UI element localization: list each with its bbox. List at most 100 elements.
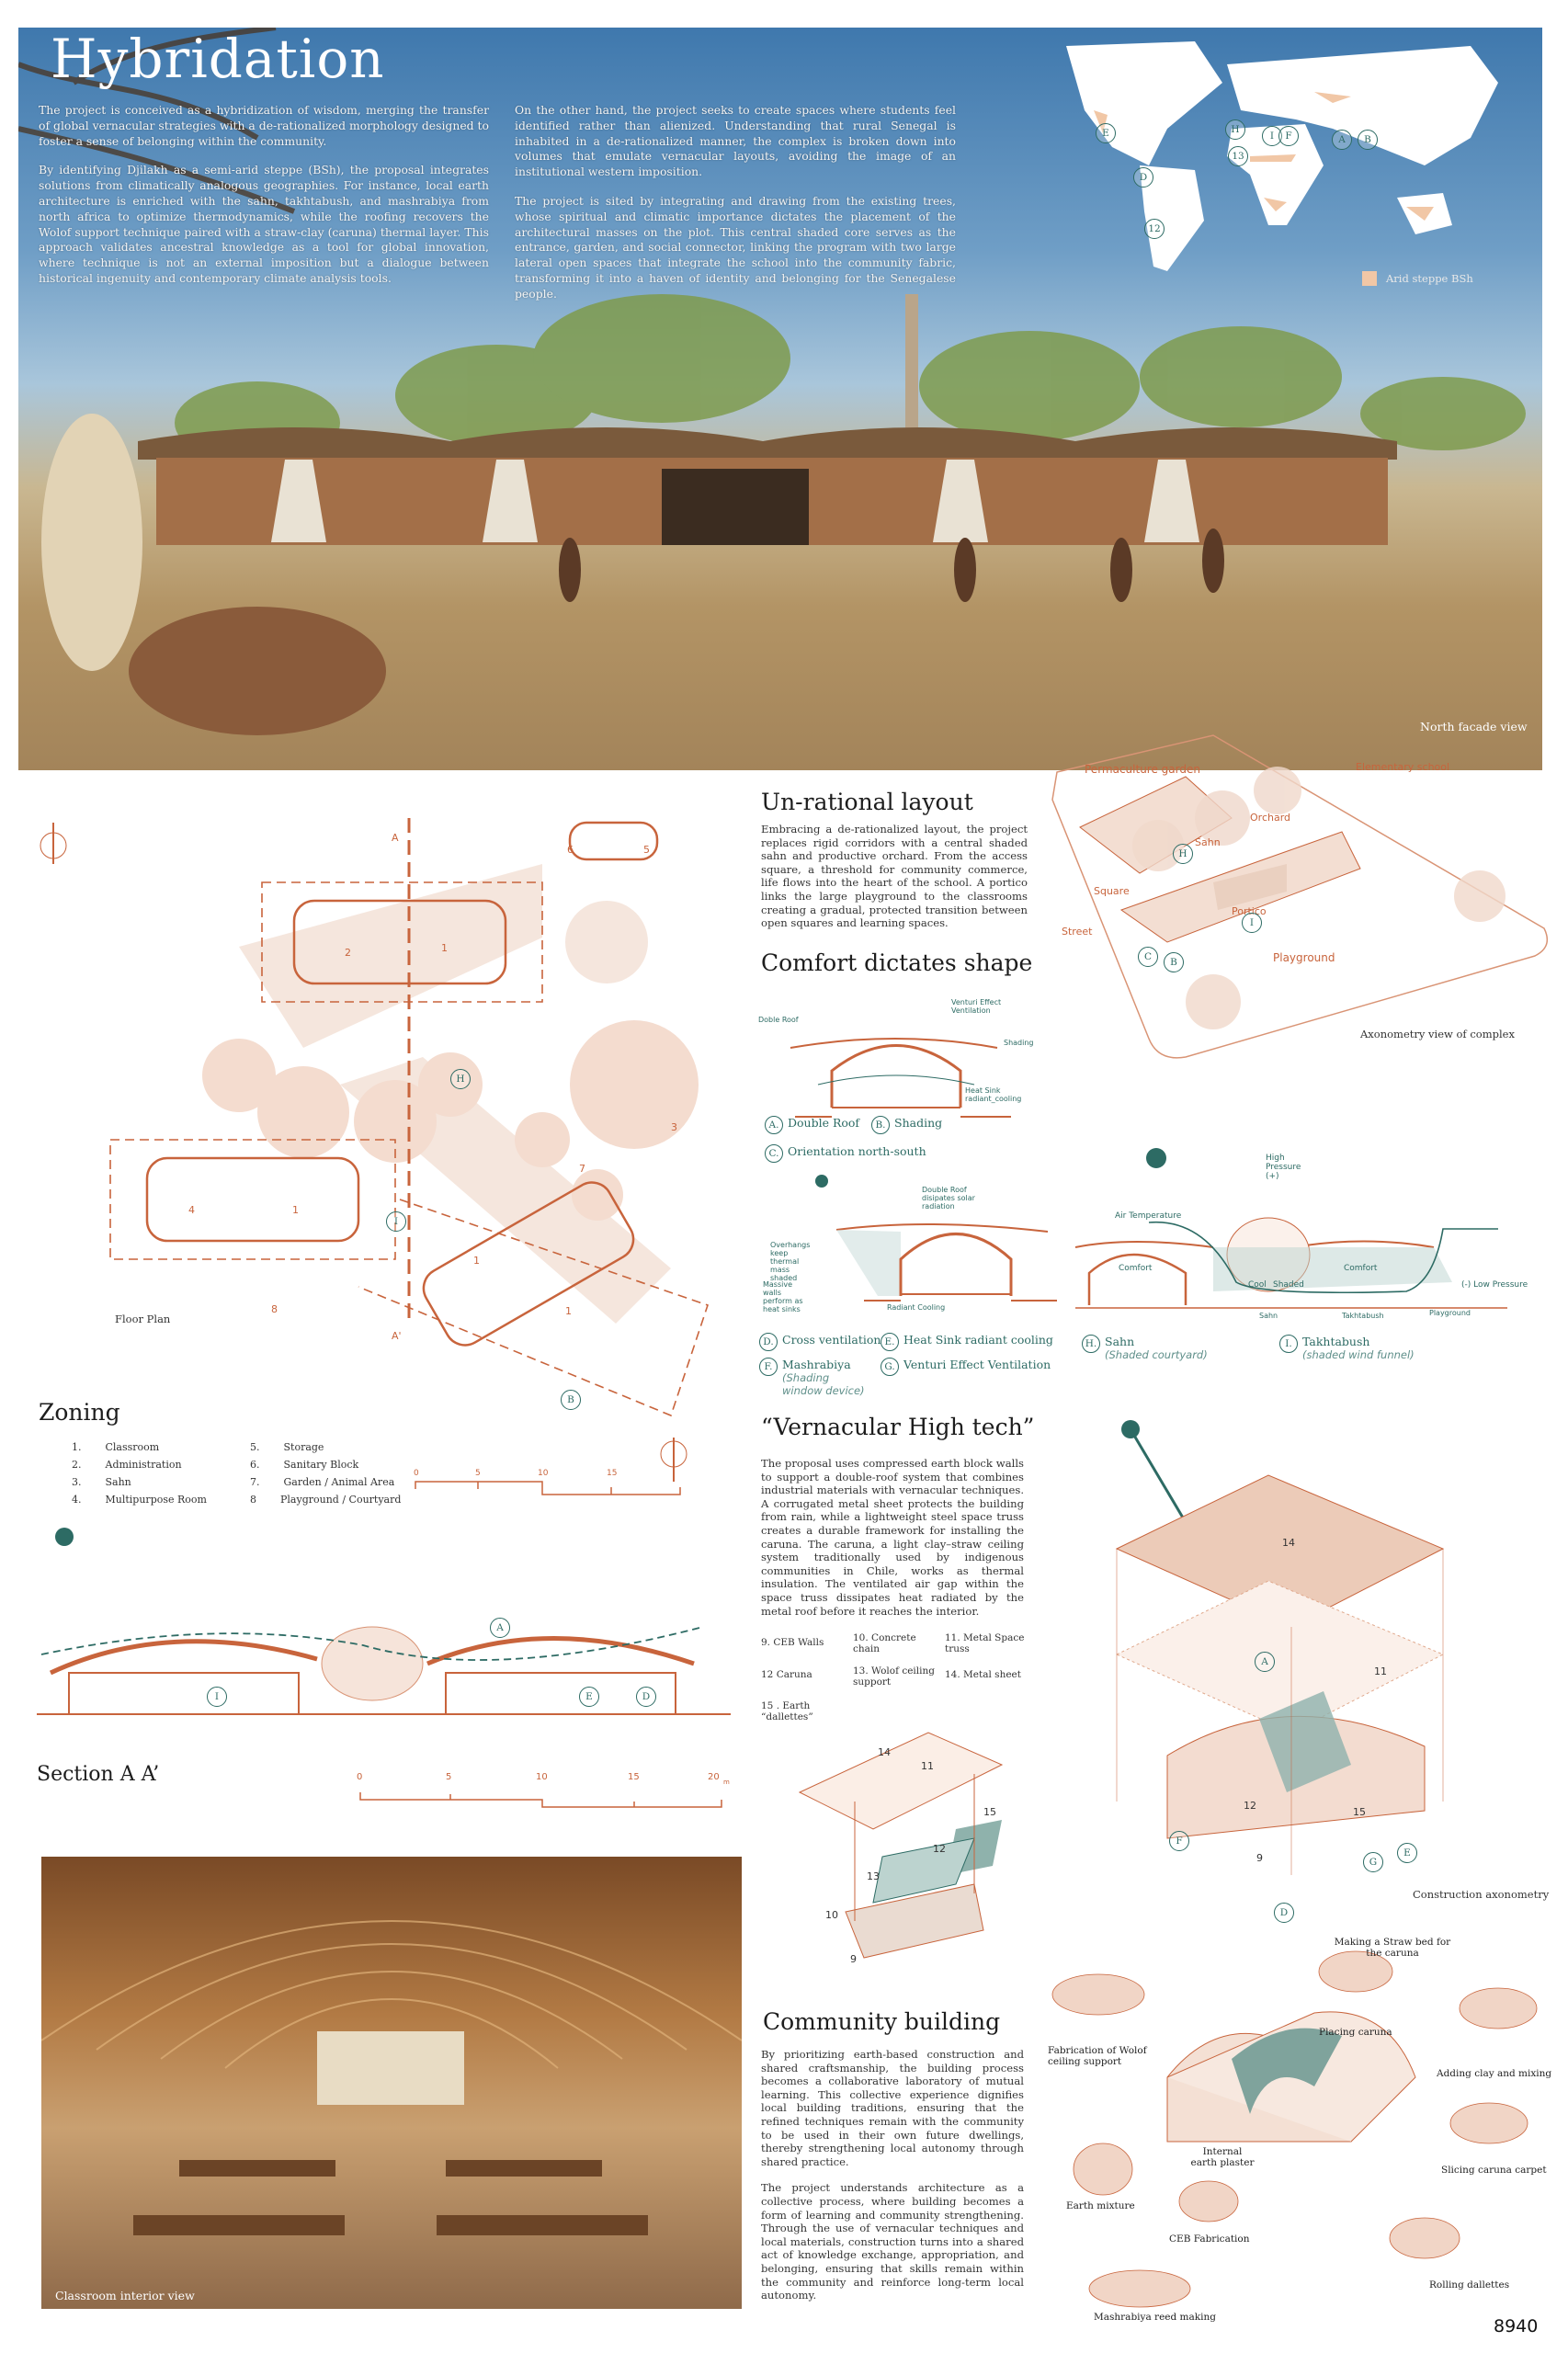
classroom-render — [41, 1857, 742, 2309]
building-roof — [138, 427, 1397, 460]
zoning-item: 6.Sanitary Block — [250, 1459, 359, 1471]
continents — [1066, 41, 1498, 271]
scale-tick: 20 — [708, 1772, 720, 1782]
axo-marker: D — [1274, 1903, 1294, 1923]
axo-marker: F — [1169, 1831, 1189, 1851]
scale-tick: 15 — [607, 1469, 618, 1478]
diagram-annotation: Heat Sink radiant_cooling — [965, 1086, 1022, 1103]
axo-number: 9 — [1256, 1852, 1263, 1864]
comfort-diagram-1 — [790, 1038, 1011, 1118]
detail-number: 12 — [933, 1843, 946, 1855]
scale-tick: 15 — [628, 1772, 640, 1782]
scale-tick: 5 — [475, 1469, 481, 1478]
sun-icon — [1146, 1148, 1166, 1168]
diagram-annotation: Comfort — [1119, 1264, 1153, 1273]
complex-axonometry — [1051, 734, 1549, 1059]
process-label: CEB Fabrication — [1169, 2234, 1250, 2245]
cut-label: A' — [392, 1330, 402, 1342]
axo-label: Orchard — [1250, 812, 1291, 824]
boundaries — [109, 881, 710, 1417]
diagram-annotation: Air Temperature — [1115, 1211, 1182, 1221]
process-label: Adding clay and mixing — [1437, 2068, 1552, 2079]
map-marker: H — [1225, 119, 1245, 140]
process-label: Fabrication of Wolof ceiling support — [1048, 2045, 1147, 2067]
plan-marker: H — [450, 1069, 471, 1089]
material-item: 11. Metal Space truss — [945, 1632, 1025, 1654]
map-marker: B — [1358, 130, 1378, 150]
classroom-scene — [41, 1920, 742, 2235]
axo-label: Playground — [1273, 951, 1335, 964]
room-number: 4 — [188, 1204, 195, 1216]
zoning-item: 4.Multipurpose Room — [72, 1494, 207, 1506]
intro-paragraph: By identifying Djilakh as a semi-arid st… — [39, 163, 489, 285]
diagram-annotation: (-) Low Pressure — [1461, 1280, 1528, 1290]
process-label: Slicing caruna carpet — [1441, 2165, 1547, 2176]
detail-number: 15 — [983, 1806, 996, 1818]
diagram-annotation: Comfort — [1344, 1264, 1378, 1273]
mashrabiya-panels — [271, 460, 1199, 542]
process-label: Earth mixture — [1066, 2200, 1135, 2211]
section-marker: I — [207, 1687, 227, 1707]
section-marker: D — [636, 1687, 656, 1707]
strategy-mashrabiya: F.Mashrabiya(Shading window device) — [759, 1358, 865, 1397]
map-marker: F — [1278, 126, 1299, 146]
material-item: 12 Caruna — [761, 1669, 812, 1680]
diagram-annotation: Radiant Cooling — [887, 1303, 946, 1312]
legend-swatch — [1362, 271, 1377, 286]
strategy-sahn: H.Sahn(Shaded courtyard) — [1082, 1335, 1208, 1361]
detail-number: 14 — [878, 1746, 891, 1758]
intro-paragraph: The project is sited by integrating and … — [515, 193, 956, 301]
axo-number: 11 — [1374, 1665, 1387, 1677]
room-number: 3 — [671, 1121, 677, 1133]
section-marker: A — [490, 1618, 510, 1638]
scale-tick: 5 — [446, 1772, 452, 1782]
water-tower — [905, 294, 918, 441]
axo-number: 12 — [1244, 1800, 1256, 1812]
section-scale-bar — [359, 1792, 722, 1808]
layout-text: Embracing a de-rationalized layout, the … — [761, 823, 1028, 930]
zoning-list-2: 5.Storage 6.Sanitary Block 7.Garden / An… — [250, 1441, 401, 1511]
construction-axonometry — [1115, 1420, 1445, 1875]
section-marker: E — [579, 1687, 599, 1707]
tree-branches — [18, 28, 296, 214]
diagram-annotation: Cool — [1248, 1280, 1267, 1290]
material-item: 10. Concrete chain — [853, 1632, 916, 1654]
zoning-item: 5.Storage — [250, 1441, 324, 1453]
portico-opening — [662, 469, 809, 545]
room-number: 8 — [271, 1303, 278, 1315]
intro-column-1: The project is conceived as a hybridizat… — [39, 103, 489, 301]
hero-scene — [18, 28, 1526, 735]
strategy-double-roof: A.Double Roof — [765, 1116, 859, 1134]
diagram-annotation: Shading — [1004, 1039, 1034, 1047]
room-number: 6 — [567, 844, 574, 856]
community-heading: Community building — [763, 2008, 1001, 2035]
axo-marker: B — [1164, 952, 1184, 972]
axo-marker: I — [1242, 913, 1262, 933]
intro-paragraph: On the other hand, the project seeks to … — [515, 103, 956, 179]
room-number: 1 — [473, 1255, 480, 1267]
strategy-orientation: C.Orientation north-south — [765, 1144, 926, 1163]
exploded-detail — [798, 1732, 1004, 1959]
entry-id: 8940 — [1494, 2316, 1539, 2336]
zoning-item: 1.Classroom — [72, 1441, 160, 1453]
diagram-annotation: Doble Roof — [758, 1016, 799, 1024]
map-marker: D — [1133, 167, 1153, 188]
poster-title: Hybridation — [51, 28, 385, 90]
diagram-annotation: Sahn — [1259, 1312, 1278, 1320]
zoning-item: 3.Sahn — [72, 1476, 131, 1488]
axo-label: Permaculture garden — [1085, 763, 1200, 776]
sun-icon — [815, 1175, 828, 1188]
detail-number: 13 — [867, 1870, 880, 1882]
section-drawing — [37, 1528, 731, 1715]
zoning-list-1: 1.Classroom 2.Administration 3.Sahn 4.Mu… — [72, 1441, 207, 1511]
map-marker: E — [1096, 123, 1116, 143]
strategy-cross-ventilation: D.Cross ventilation — [759, 1333, 881, 1351]
diagram-annotation: Takhtabush — [1342, 1312, 1384, 1320]
diagram-annotation: Shaded — [1273, 1280, 1304, 1290]
plan-scale-bar — [415, 1438, 687, 1495]
hero-caption: North facade view — [1420, 720, 1528, 733]
community-paragraph: By prioritizing earth-based construction… — [761, 2048, 1024, 2168]
map-marker: 13 — [1228, 146, 1248, 166]
scale-tick: 0 — [357, 1772, 363, 1782]
